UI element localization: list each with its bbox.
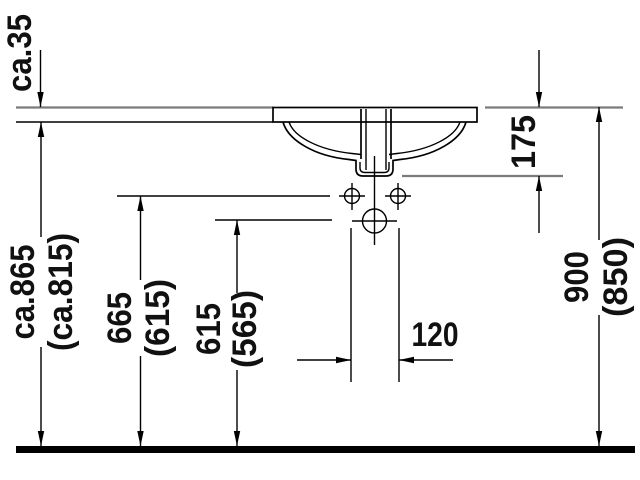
dimension-counter-underside-height: ca.865 (ca.815): [4, 122, 80, 446]
dim-label-rim-top-height: 900: [558, 251, 596, 303]
arrowhead-up-icon: [535, 176, 543, 191]
dim-label-counter-underside-height-alt: (ca.815): [42, 233, 80, 351]
bowl-inner-shell-right: [388, 121, 461, 156]
arrowhead-down-icon: [233, 431, 241, 446]
dimension-counter-thickness: ca.35: [1, 14, 44, 107]
dim-label-counter-thickness: ca.35: [1, 14, 39, 92]
dimension-faucet-holes-height: 665 (615): [101, 196, 177, 446]
floor-line: [16, 446, 635, 453]
dim-label-faucet-hole-spacing: 120: [412, 316, 459, 354]
dim-label-drain-height: 615: [190, 303, 228, 355]
fixing-and-drain-holes: [339, 156, 411, 245]
dim-label-faucet-holes-height: 665: [101, 292, 139, 344]
bowl-inner-shell-left: [288, 121, 362, 156]
arrowhead-right-icon: [336, 356, 351, 364]
arrowhead-down-icon: [37, 431, 45, 446]
arrowhead-up-icon: [37, 122, 45, 137]
dim-label-faucet-holes-height-alt: (615): [139, 279, 177, 357]
dim-label-rim-top-height-alt: (850): [597, 237, 635, 317]
arrowhead-up-icon: [595, 107, 603, 122]
dim-label-drain-height-alt: (565): [226, 290, 264, 368]
arrowhead-up-icon: [233, 220, 241, 235]
dimension-faucet-hole-spacing: 120: [297, 316, 459, 364]
dimension-rim-top-height: 900 (850): [558, 107, 635, 446]
dimension-drain-height: 615 (565): [190, 220, 264, 446]
extension-lines: [117, 106, 623, 382]
arrowhead-left-icon: [399, 356, 414, 364]
dim-label-counter-underside-height: ca.865: [4, 245, 42, 340]
dimension-rim-to-outlet-depth: 175: [505, 50, 543, 233]
arrowhead-down-icon: [535, 92, 543, 107]
arrowhead-up-icon: [137, 196, 144, 211]
dim-label-rim-to-outlet-depth: 175: [505, 115, 543, 169]
countertop: [16, 106, 273, 123]
arrowhead-down-icon: [137, 431, 144, 446]
arrowhead-down-icon: [37, 92, 44, 107]
basin-rim: [272, 106, 478, 123]
arrowhead-down-icon: [595, 431, 603, 446]
